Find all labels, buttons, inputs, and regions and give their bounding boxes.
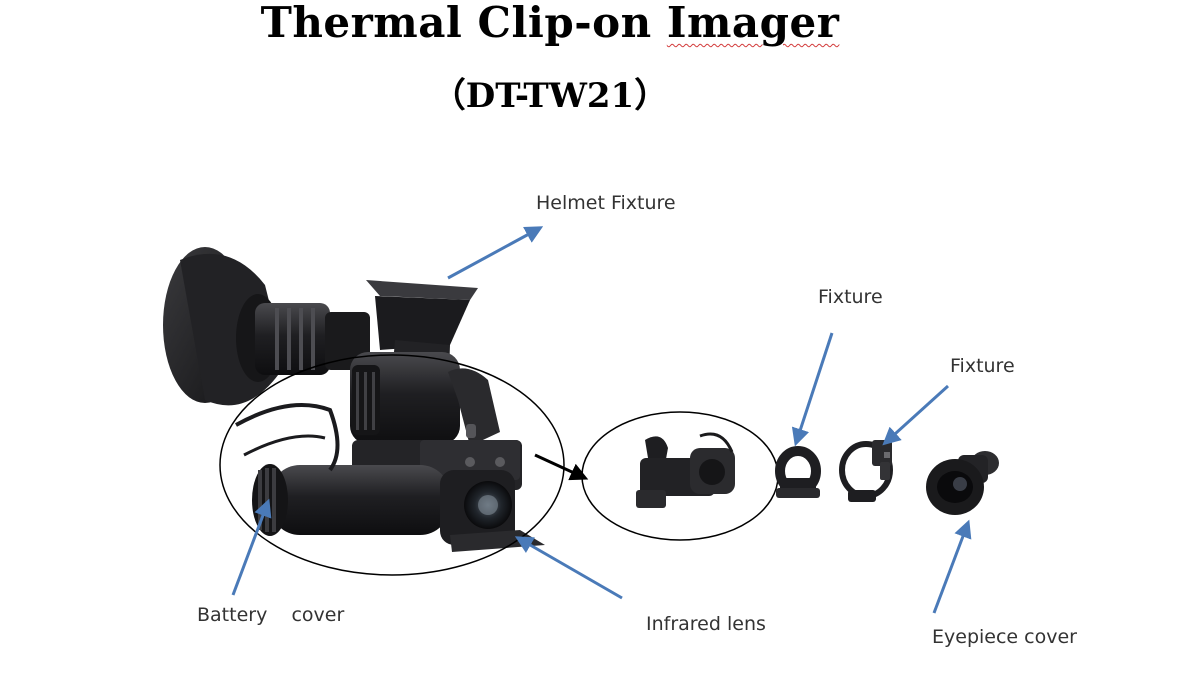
arrow-fixture-2 xyxy=(882,384,950,446)
eyepiece-barrel xyxy=(255,303,370,375)
label-eyepiece-cover: Eyepiece cover xyxy=(932,626,1077,648)
label-battery-cover: Battery cover xyxy=(197,604,345,626)
black-arrow xyxy=(534,453,589,481)
arrow-helmet-fixture xyxy=(447,226,544,280)
arrow-eyepiece-cover xyxy=(932,519,972,614)
model-subtitle: （DT-TW21） xyxy=(431,76,669,116)
infrared-lens xyxy=(440,470,545,552)
page-title: Thermal Clip-on Imager xyxy=(0,0,1100,47)
arrow-infrared-lens xyxy=(514,536,623,600)
title-underlined-word: Imager xyxy=(666,0,840,47)
fixture-ring-1 xyxy=(775,446,821,498)
highlight-ellipse-main xyxy=(219,354,565,576)
battery-tube xyxy=(252,464,450,536)
strap xyxy=(235,403,340,472)
label-fixture-2: Fixture xyxy=(950,355,1015,377)
mount-bracket xyxy=(448,368,500,446)
arrow-battery-cover xyxy=(231,498,272,596)
arrow-fixture-1 xyxy=(791,332,834,447)
mounting-assembly-detail xyxy=(636,432,735,508)
eyepiece-cover xyxy=(926,451,999,515)
strap-inner xyxy=(243,434,326,457)
thermal-imager-device xyxy=(163,247,545,552)
label-infrared-lens: Infrared lens xyxy=(646,613,766,635)
label-helmet-fixture: Helmet Fixture xyxy=(536,192,676,214)
upper-housing xyxy=(350,352,460,444)
title-main: Thermal Clip-on xyxy=(260,0,667,47)
label-fixture-1: Fixture xyxy=(818,286,883,308)
fixture-ring-2 xyxy=(839,440,893,502)
